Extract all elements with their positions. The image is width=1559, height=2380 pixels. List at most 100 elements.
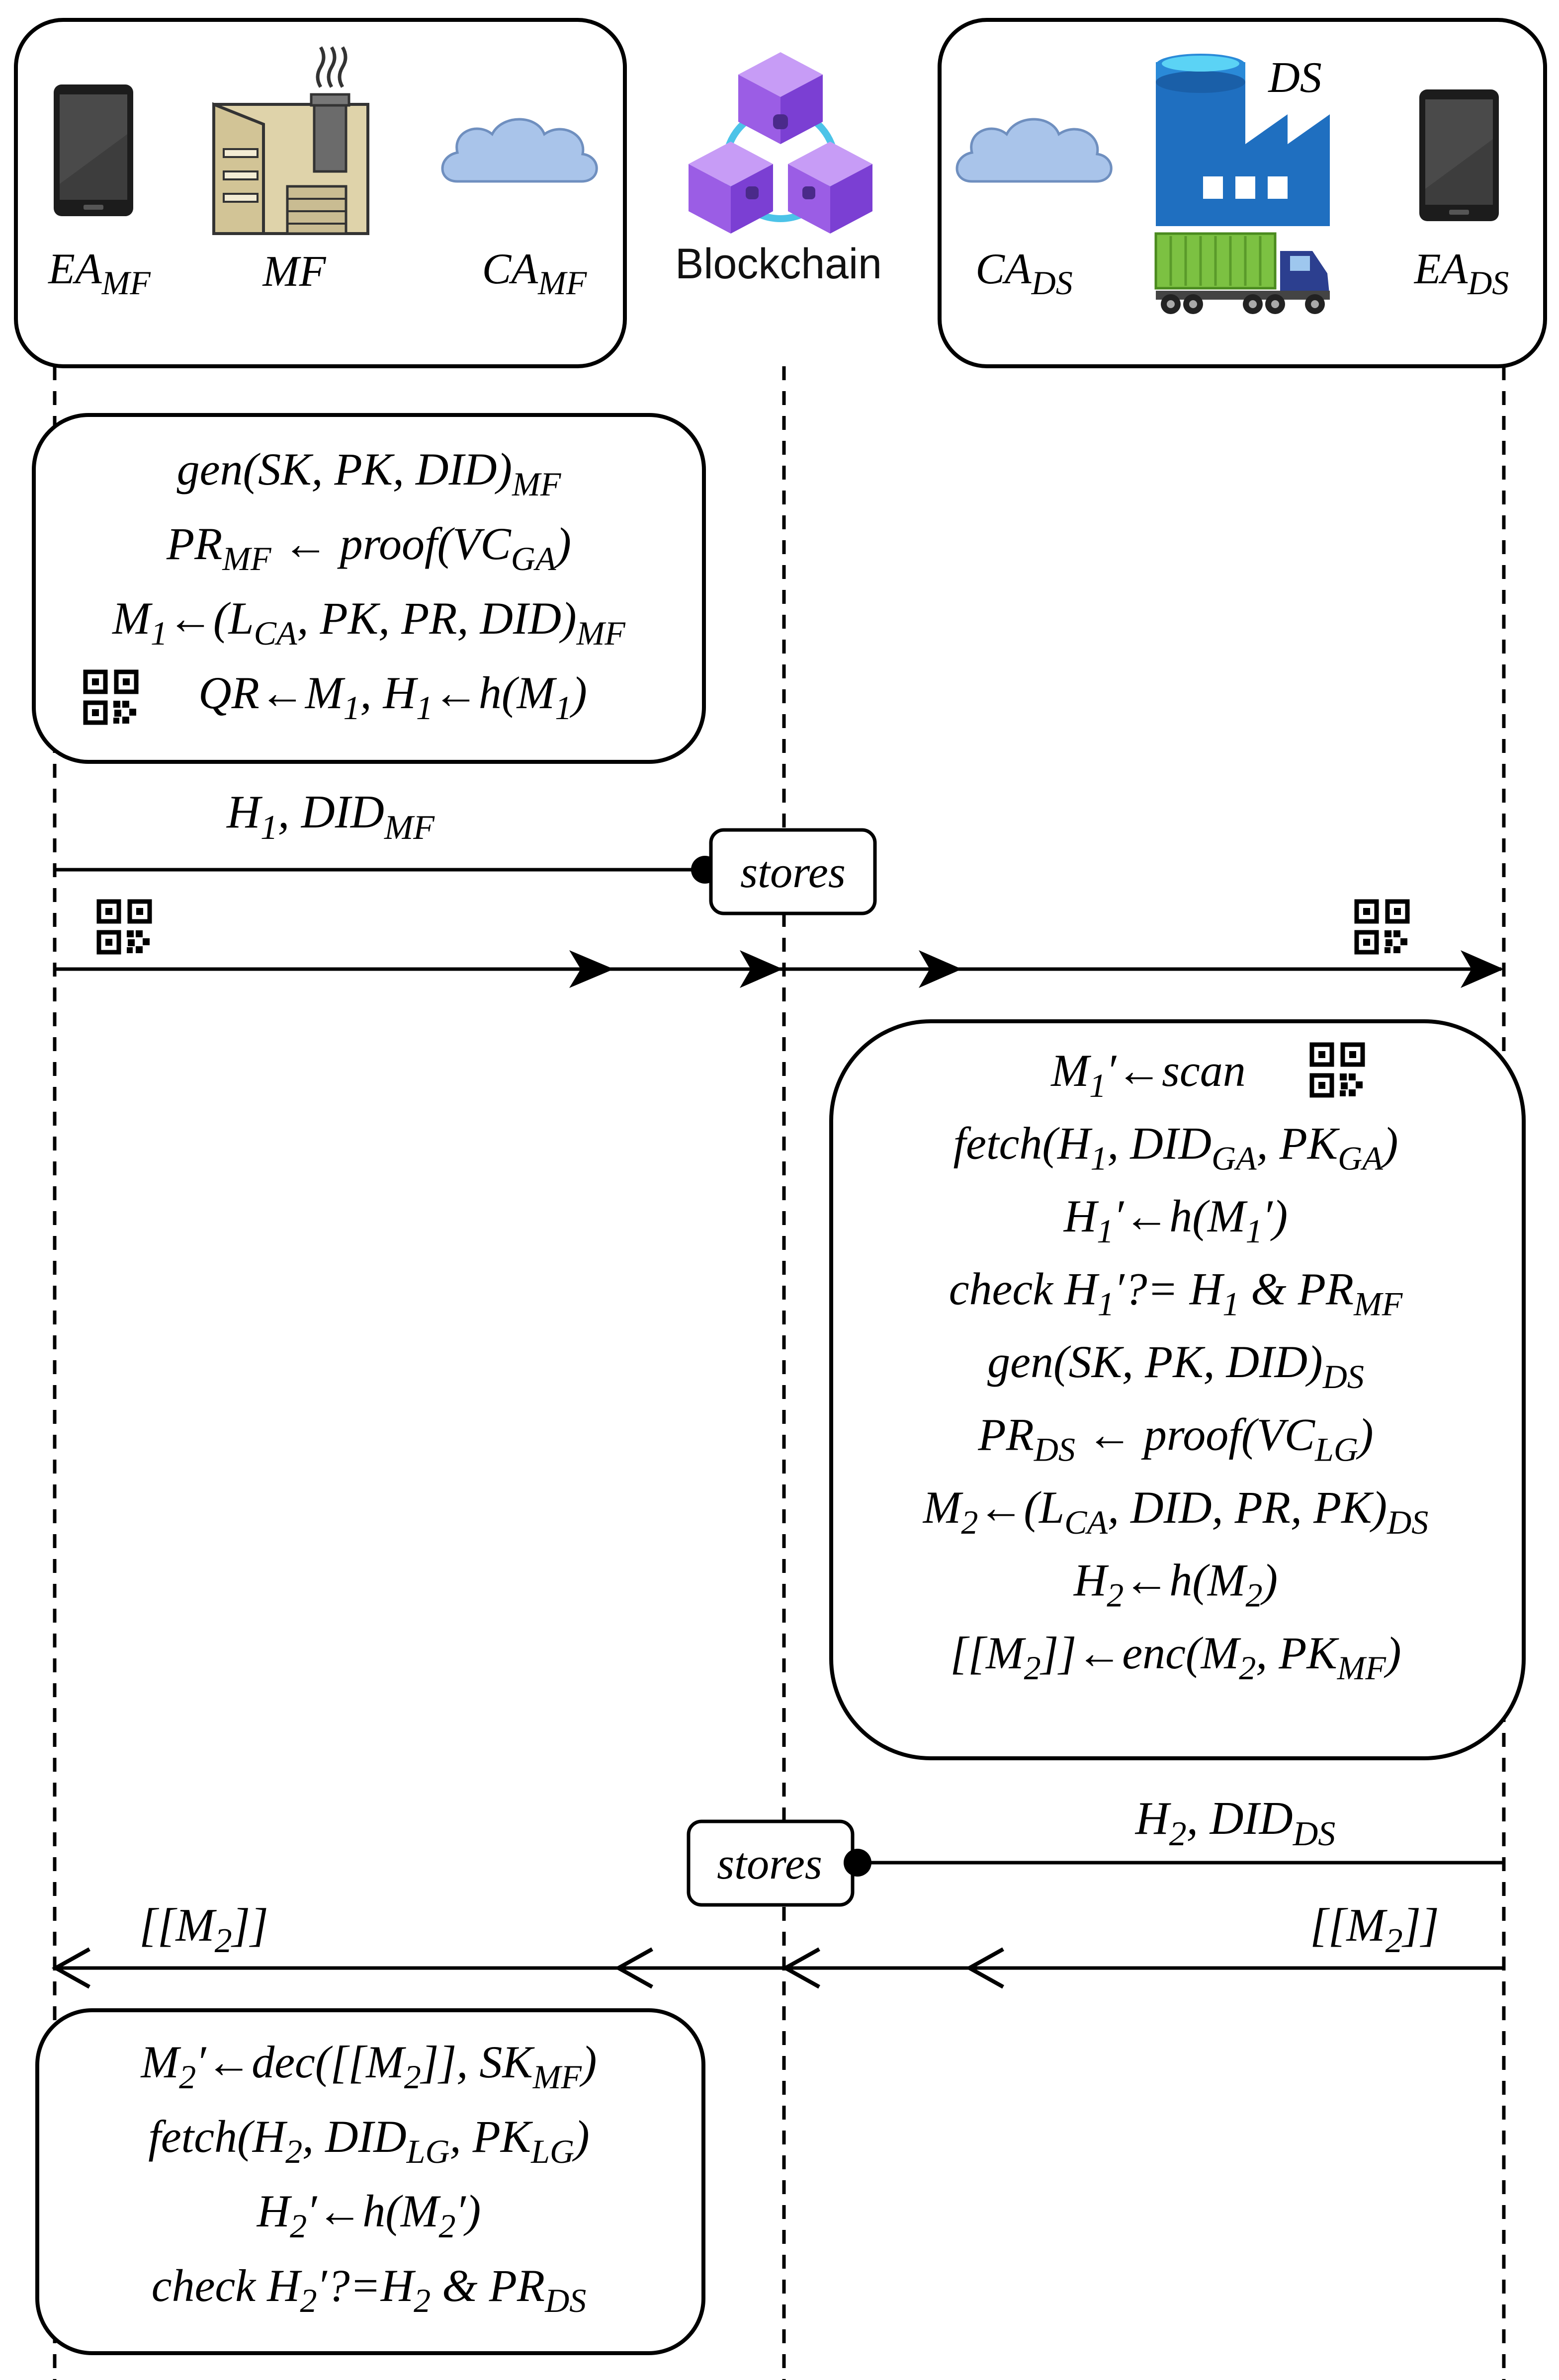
box2-line-7: M2←(LCA, DID, PR, PK)DS (922, 1482, 1429, 1541)
msg-h2-did-ds: H2, DIDDS (1134, 1793, 1336, 1853)
subscript: DS (1322, 1358, 1364, 1395)
open-arrowhead (965, 1947, 1004, 1989)
box3-line-1: M2′←dec([[M2]], SKMF) (140, 2037, 597, 2096)
box3-line-2: fetch(H2, DIDLG, PKLG) (148, 2111, 589, 2170)
formula-part: [[M (950, 1628, 1026, 1678)
formula-part: M (140, 2037, 181, 2087)
formula-part: ) (569, 667, 587, 718)
formula-part: , DID (302, 2111, 407, 2162)
mf-verification-box (35, 2008, 705, 2355)
subscript: MF (512, 465, 562, 503)
subscript: 2 (961, 1503, 978, 1541)
arrowhead (919, 950, 962, 988)
subscript: 1 (1097, 1212, 1114, 1250)
subscript: GA (1212, 1140, 1257, 1177)
formula-part: ← proof(VC (271, 518, 512, 569)
formula-part: M (111, 593, 153, 644)
subscript: 1 (1246, 1212, 1263, 1250)
formula-part: fetch(H (953, 1118, 1093, 1169)
box2-line-1: M1′←scan (1050, 1045, 1245, 1104)
subscript: 1 (1097, 1285, 1114, 1323)
formula-part: ′←h(M (1114, 1191, 1248, 1241)
ds-computation-box (829, 1019, 1526, 1760)
formula-part: , DID, PR, PK) (1108, 1482, 1387, 1533)
formula-part: H (1063, 1191, 1099, 1241)
msg-enc-m2-right: [[M2]] (1310, 1899, 1439, 1960)
formula-part: ) (1381, 1118, 1398, 1169)
subscript: MF (384, 809, 435, 847)
subscript: 1 (416, 689, 433, 727)
formula-part: ′) (456, 2186, 481, 2236)
subscript: 2 (439, 2207, 456, 2245)
stores-label-top: stores (740, 848, 846, 897)
subscript: 2 (1169, 1815, 1187, 1853)
smartphone-icon (1419, 89, 1499, 221)
box3-line-4: check H2′?=H2 & PRDS (152, 2260, 587, 2319)
subscript: 1 (1222, 1285, 1239, 1323)
arrowhead (740, 950, 783, 988)
msg-h1-did-mf: H1, DIDMF (226, 786, 435, 847)
formula-part: M (922, 1482, 963, 1533)
actor-label-ea-ds: EADS (1413, 245, 1509, 302)
subscript: 2 (290, 2207, 307, 2245)
subscript: GA (511, 540, 556, 577)
formula-part: PR (977, 1409, 1034, 1460)
actor-label-ea-mf: EAMF (47, 245, 151, 302)
actor-label-ca-ds: CADS (975, 245, 1073, 302)
open-arrowhead (781, 1947, 820, 1989)
box2-line-2: fetch(H1, DIDGA, PKGA) (953, 1118, 1398, 1177)
subscript: MF (532, 2058, 583, 2096)
formula-part: gen(SK, PK, DID) (177, 444, 513, 494)
formula-part: ]], SK (420, 2037, 535, 2087)
subscript: 2 (285, 2133, 302, 2170)
formula-part: ′) (1263, 1191, 1288, 1241)
stores-label-bottom: stores (717, 1839, 822, 1888)
formula-part: , PK, PR, DID) (297, 593, 577, 644)
formula-part: H (226, 786, 263, 838)
subscript: MF (1337, 1649, 1387, 1687)
formula-part: ) (572, 2111, 590, 2162)
mf-verification-steps: M2′←dec([[M2]], SKMF)fetch(H2, DIDLG, PK… (140, 2037, 597, 2319)
qr-code-icon (97, 900, 152, 954)
formula-part: check H (152, 2260, 302, 2311)
subscript: 1 (1090, 1140, 1107, 1177)
arrowhead (1461, 950, 1504, 988)
box2-line-9: [[M2]]←enc(M2, PKMF) (950, 1628, 1401, 1687)
formula-part: , PK (1257, 1118, 1340, 1169)
subscript: 2 (300, 2282, 317, 2319)
subscript: 1 (260, 809, 278, 847)
formula-part: ←h(M (433, 667, 557, 718)
formula-part: ′←h(M (307, 2186, 441, 2236)
stores-box-top (709, 828, 877, 915)
truck-icon (1154, 232, 1330, 314)
qr-code-icon (1310, 1043, 1365, 1097)
subscript: 2 (404, 2058, 421, 2096)
formula-part: QR←M (198, 667, 346, 718)
formula-part: ) (553, 518, 571, 569)
subscript: MF (1353, 1285, 1403, 1323)
formula-part: H (1073, 1555, 1109, 1606)
formula-part: , DID (1187, 1793, 1293, 1844)
subscript: MF (222, 540, 272, 577)
subscript: 1 (343, 689, 360, 727)
subscript: DS (1034, 1431, 1075, 1469)
formula-part: ]]←enc(M (1039, 1628, 1241, 1678)
formula-part: H (1134, 1793, 1172, 1844)
subscript: DS (1293, 1815, 1336, 1853)
formula-part: ′?=H (317, 2260, 416, 2311)
formula-part: PR (166, 518, 222, 569)
box2-line-5: gen(SK, PK, DID)DS (987, 1336, 1364, 1395)
subscript: CA (1064, 1503, 1108, 1541)
formula-part: ) (1356, 1409, 1374, 1460)
qr-code-icon (84, 670, 138, 725)
box1-line-3: M1←(LCA, PK, PR, DID)MF (111, 593, 626, 652)
formula-part: gen(SK, PK, DID) (987, 1336, 1323, 1387)
subscript: 1 (555, 689, 572, 727)
formula-part: ← proof(VC (1075, 1409, 1316, 1460)
formula-part: [[M (139, 1899, 217, 1951)
actor-label-mf: MF (261, 247, 326, 296)
box2-line-3: H1′←h(M1′) (1063, 1191, 1288, 1250)
